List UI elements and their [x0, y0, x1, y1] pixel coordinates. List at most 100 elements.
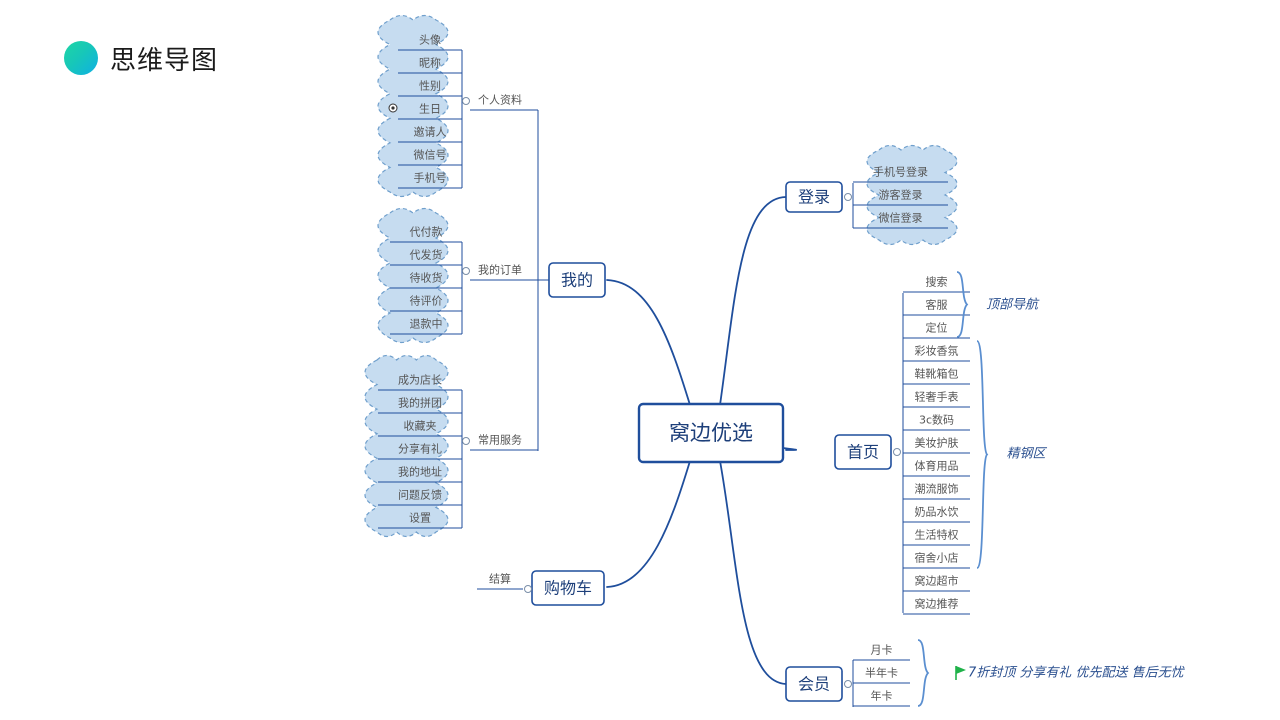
- home-item-label: 宿舍小店: [915, 551, 959, 565]
- login-cloud: [866, 144, 958, 246]
- group-orders-item-label: 待收货: [410, 271, 443, 285]
- root-node-label: 窝边优选: [669, 421, 753, 445]
- group-services-toggle[interactable]: [462, 437, 470, 445]
- page-title: 思维导图: [110, 45, 219, 76]
- group-services-item[interactable]: 分享有礼: [378, 442, 462, 460]
- group-profile-label: 个人资料: [478, 93, 522, 107]
- branch-curve: [606, 460, 691, 588]
- home-item[interactable]: 轻奢手表: [903, 390, 970, 408]
- group-profile-item[interactable]: 生日: [398, 102, 462, 120]
- group-services-item[interactable]: 问题反馈: [378, 489, 462, 506]
- group-services-item[interactable]: 我的拼团: [378, 396, 462, 414]
- member-note: 7折封顶 分享有礼 优先配送 售后无忧: [968, 665, 1186, 681]
- home-item[interactable]: 宿舍小店: [903, 551, 970, 569]
- group-services[interactable]: 常用服务: [470, 434, 538, 451]
- branch-node-cart-box: [531, 570, 605, 606]
- member-item[interactable]: 年卡: [853, 689, 910, 707]
- group-services-item[interactable]: 收藏夹: [378, 419, 462, 437]
- home-item-label: 潮流服饰: [915, 482, 959, 496]
- home-item-label: 美妆护肤: [915, 436, 959, 450]
- home-item[interactable]: 美妆护肤: [903, 436, 970, 454]
- home-item-label: 奶品水饮: [915, 505, 959, 519]
- login-item[interactable]: 手机号登录: [853, 165, 948, 183]
- group-orders[interactable]: 我的订单: [470, 263, 538, 281]
- home-item-label: 彩妆香氛: [915, 345, 959, 358]
- home-item[interactable]: 3c数码: [903, 414, 970, 431]
- home-item[interactable]: 体育用品: [903, 459, 970, 477]
- group-orders-item-label: 退款中: [410, 317, 443, 331]
- group-profile-item-label: 性别: [419, 79, 441, 93]
- group-orders-item-label: 代付款: [410, 225, 443, 239]
- branch-node-mine-label: 我的: [561, 271, 593, 290]
- group-orders-item[interactable]: 代发货: [390, 248, 462, 266]
- group-services-item-label: 问题反馈: [398, 489, 442, 502]
- member-item-label: 年卡: [871, 689, 893, 703]
- group-profile-toggle[interactable]: [462, 97, 470, 105]
- connector-lines: [461, 50, 904, 707]
- branch-node-mine[interactable]: 我的: [548, 262, 606, 298]
- home-item[interactable]: 奶品水饮: [903, 505, 970, 523]
- group-services-item[interactable]: 成为店长: [378, 373, 462, 391]
- login-item-label: 游客登录: [879, 188, 923, 202]
- home-item[interactable]: 定位: [903, 321, 970, 339]
- home-item-label: 鞋靴箱包: [915, 367, 959, 381]
- group-profile-item[interactable]: 昵称: [398, 56, 462, 74]
- group-profile[interactable]: 个人资料: [470, 93, 538, 111]
- group-services-item-label: 收藏夹: [404, 419, 437, 433]
- group-services-item-label: 设置: [409, 512, 431, 525]
- group-profile-item[interactable]: 邀请人: [398, 125, 462, 143]
- login-item[interactable]: 微信登录: [853, 211, 948, 229]
- cart-item[interactable]: 结算: [477, 572, 523, 590]
- group-profile-item[interactable]: 性别: [398, 79, 462, 97]
- home-item[interactable]: 窝边超市: [903, 574, 970, 592]
- group-orders-item[interactable]: 待收货: [390, 271, 462, 289]
- login-item-label: 微信登录: [879, 211, 923, 225]
- group-profile-item[interactable]: 手机号: [398, 171, 462, 189]
- home-item-label: 定位: [926, 321, 948, 335]
- branch-curve: [606, 279, 691, 406]
- cart-toggle[interactable]: [524, 585, 532, 593]
- branch-node-cart[interactable]: 购物车: [531, 570, 605, 606]
- root-node[interactable]: 窝边优选: [637, 402, 785, 464]
- member-item-label: 半年卡: [865, 666, 898, 680]
- group-services-cloud: [364, 354, 449, 538]
- group-profile-cloud: [377, 14, 449, 198]
- group-orders-toggle[interactable]: [462, 267, 470, 275]
- marker-icon-dot: [391, 106, 395, 110]
- home-item[interactable]: 搜索: [903, 275, 970, 293]
- member-item[interactable]: 半年卡: [853, 666, 910, 684]
- login-item-label: 手机号登录: [873, 165, 928, 179]
- group-services-item[interactable]: 我的地址: [378, 465, 462, 483]
- home-toggle[interactable]: [893, 448, 901, 456]
- brace-member: [917, 639, 930, 707]
- group-profile-item[interactable]: 头像: [398, 34, 462, 51]
- member-toggle[interactable]: [844, 680, 852, 688]
- group-orders-item[interactable]: 代付款: [390, 225, 462, 243]
- page-header: 思维导图: [64, 40, 218, 76]
- logo-dot-icon: [64, 41, 98, 75]
- branch-node-login[interactable]: 登录: [785, 181, 843, 213]
- group-profile-item[interactable]: 微信号: [398, 148, 462, 166]
- home-item[interactable]: 鞋靴箱包: [903, 367, 970, 385]
- home-item[interactable]: 客服: [903, 298, 970, 316]
- group-orders-item[interactable]: 退款中: [390, 317, 462, 335]
- login-item[interactable]: 游客登录: [853, 188, 948, 206]
- home-item[interactable]: 潮流服饰: [903, 482, 970, 500]
- branch-node-home[interactable]: 首页: [834, 434, 892, 470]
- home-item[interactable]: 窝边推荐: [903, 597, 970, 615]
- login-toggle[interactable]: [844, 193, 852, 201]
- group-profile-item-label: 手机号: [414, 171, 447, 185]
- member-item[interactable]: 月卡: [853, 644, 910, 661]
- cart-item-label: 结算: [489, 572, 511, 586]
- home-item[interactable]: 生活特权: [903, 528, 970, 546]
- group-orders-item[interactable]: 待评价: [390, 294, 462, 312]
- home-item[interactable]: 彩妆香氛: [903, 345, 970, 362]
- group-services-item[interactable]: 设置: [378, 512, 462, 529]
- group-profile-item-label: 生日: [419, 102, 441, 116]
- branch-node-login-label: 登录: [798, 188, 830, 207]
- brace-main-label: 精钢区: [1006, 447, 1047, 462]
- branch-node-member[interactable]: 会员: [785, 666, 843, 702]
